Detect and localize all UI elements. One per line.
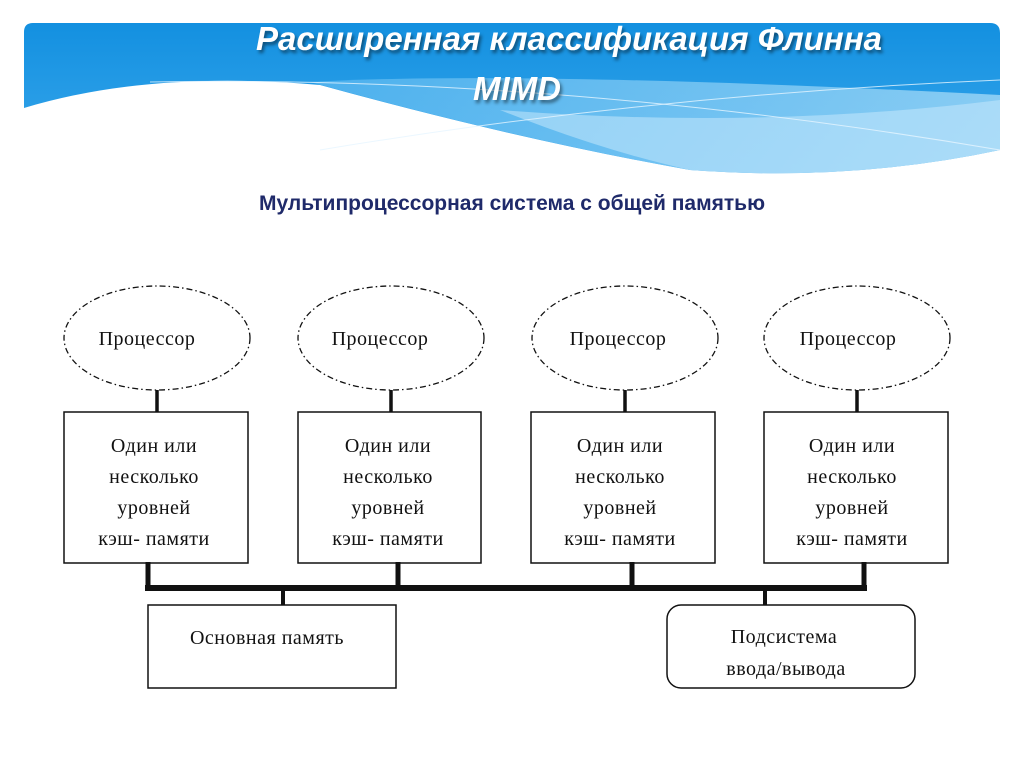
cache-line: кэш- памяти	[98, 528, 209, 550]
cache-line: несколько	[807, 466, 897, 488]
cache-line: несколько	[575, 466, 665, 488]
main-memory-rect	[147, 604, 397, 689]
cache-line: уровней	[815, 497, 888, 519]
processor-ellipse	[531, 285, 719, 391]
banner-line	[319, 79, 1001, 151]
slide-title-line-2: MIMD	[473, 70, 561, 107]
banner-line	[149, 80, 1001, 151]
slide-title-line-1: Расширенная классификация Флинна	[256, 20, 882, 57]
processor-node: Процессор	[297, 285, 485, 391]
processor-ellipse	[63, 285, 251, 391]
cache-line: несколько	[109, 466, 199, 488]
cache-rect	[297, 411, 482, 564]
cache-rect	[530, 411, 716, 564]
title-banner	[24, 23, 1001, 174]
cache-rect	[63, 411, 249, 564]
io-subsystem-line: ввода/вывода	[726, 658, 845, 680]
cache-line: уровней	[351, 497, 424, 519]
cache-line: уровней	[117, 497, 190, 519]
main-memory-label: Основная память	[190, 627, 344, 649]
cache-line: несколько	[343, 466, 433, 488]
processor-label: Процессор	[99, 328, 196, 350]
io-subsystem-box: Подсистема ввода/вывода	[666, 604, 916, 689]
cache-rect	[763, 411, 949, 564]
cache-line: уровней	[583, 497, 656, 519]
processor-ellipse	[763, 285, 951, 391]
cache-box: Один или несколько уровней кэш- памяти	[63, 411, 249, 564]
cache-line: кэш- памяти	[796, 528, 907, 550]
cache-line: Один или	[345, 435, 431, 457]
cache-box: Один или несколько уровней кэш- памяти	[763, 411, 949, 564]
processor-label: Процессор	[570, 328, 667, 350]
banner-wave-light	[500, 100, 1000, 174]
processor-node: Процессор	[763, 285, 951, 391]
processor-label: Процессор	[800, 328, 897, 350]
cache-line: Один или	[577, 435, 663, 457]
cache-line: кэш- памяти	[332, 528, 443, 550]
main-memory-box: Основная память	[147, 604, 397, 689]
processor-node: Процессор	[531, 285, 719, 391]
cache-line: Один или	[809, 435, 895, 457]
processor-label: Процессор	[332, 328, 429, 350]
io-subsystem-rect	[666, 604, 916, 689]
cache-line: Один или	[111, 435, 197, 457]
cache-box: Один или несколько уровней кэш- памяти	[530, 411, 716, 564]
cache-box: Один или несколько уровней кэш- памяти	[297, 411, 482, 564]
processor-node: Процессор	[63, 285, 251, 391]
cache-line: кэш- памяти	[564, 528, 675, 550]
io-subsystem-line: Подсистема	[731, 626, 838, 648]
slide-subtitle: Мультипроцессорная система с общей памят…	[258, 192, 766, 215]
processor-ellipse	[297, 285, 485, 391]
